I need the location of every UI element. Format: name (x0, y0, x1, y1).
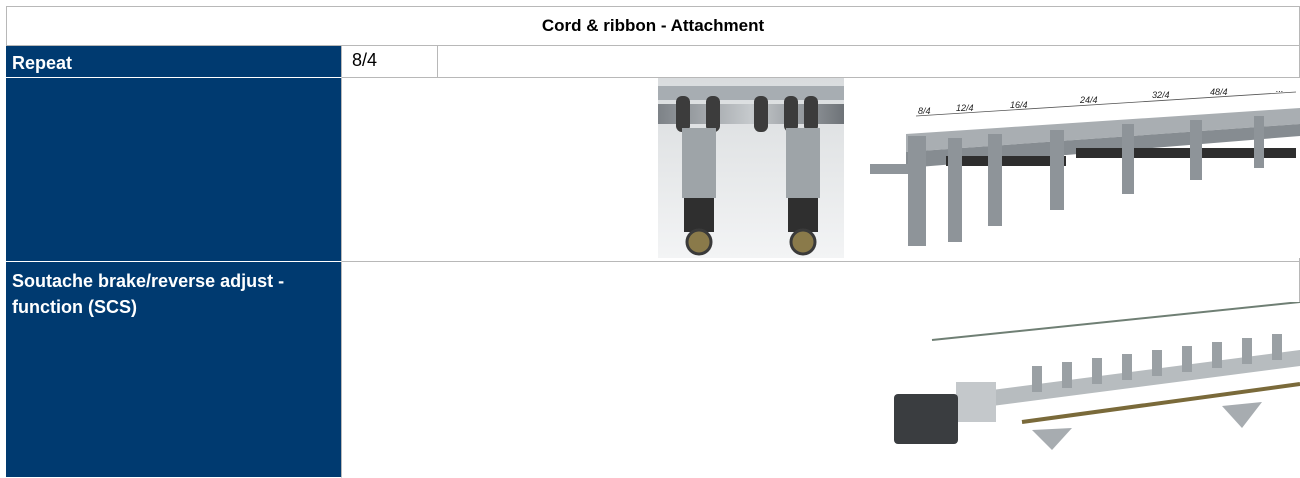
repeat-mark: 16/4 (1010, 100, 1028, 110)
soutache-brake-image (882, 302, 1300, 478)
image-cell (342, 262, 1300, 478)
label-soutache: Soutache brake/reverse adjust -function … (6, 262, 342, 478)
attachment-closeup-image (658, 78, 844, 258)
repeat-mark: ... (1276, 84, 1284, 94)
label-empty (6, 78, 342, 262)
empty-cell (438, 46, 1300, 78)
repeat-mark: 12/4 (956, 103, 974, 113)
repeat-mark: 24/4 (1079, 95, 1098, 105)
image-cell: 8/4 12/4 16/4 24/4 32/4 48/4 ... (342, 78, 1300, 262)
attachment-table: Cord & ribbon - Attachment Repeat 8/4 (6, 6, 1300, 478)
table-title: Cord & ribbon - Attachment (6, 6, 1300, 46)
repeat-mark: 48/4 (1210, 87, 1228, 97)
rail-overview-image: 8/4 12/4 16/4 24/4 32/4 48/4 ... (856, 78, 1300, 258)
repeat-mark: 8/4 (918, 106, 931, 116)
label-repeat: Repeat (6, 46, 342, 78)
value-repeat: 8/4 (342, 46, 438, 78)
repeat-mark: 32/4 (1152, 90, 1170, 100)
